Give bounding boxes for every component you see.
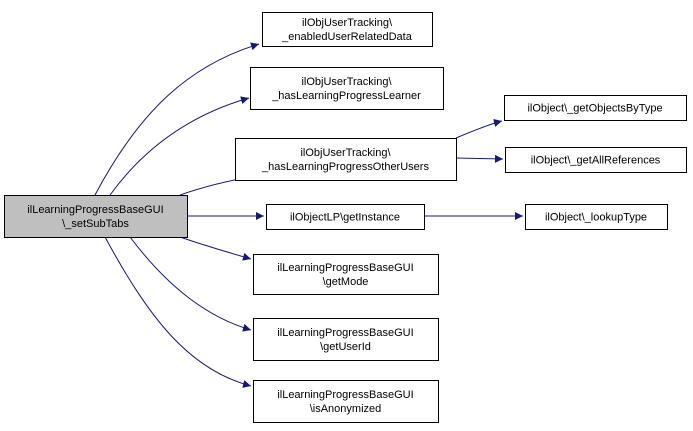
node-label-line: ilLearningProgressBaseGUI — [277, 262, 413, 274]
node-allrefs[interactable]: ilObject\_getAllReferences — [505, 147, 687, 173]
node-label-line: \getUserId — [320, 341, 371, 353]
edge-root-to-learner — [109, 96, 250, 196]
node-lookup[interactable]: ilObject\_lookupType — [525, 204, 668, 230]
edges-layer — [94, 42, 523, 388]
node-label-line: ilObjUserTracking\ — [302, 17, 393, 29]
node-label-line: \isAnonymized — [310, 403, 382, 415]
node-box — [253, 318, 439, 361]
node-getmode[interactable]: ilLearningProgressBaseGUI \getMode — [253, 254, 439, 295]
node-other[interactable]: ilObjUserTracking\ _hasLearningProgressOt… — [235, 138, 457, 181]
node-root[interactable]: ilLearningProgressBaseGUI \_setSubTabs — [4, 195, 188, 238]
node-getinst[interactable]: ilObjectLP\getInstance — [266, 204, 425, 230]
node-box — [253, 254, 439, 295]
node-label-line: ilLearningProgressBaseGUI — [277, 389, 413, 401]
node-box — [504, 95, 687, 121]
nodes-layer: ilLearningProgressBaseGUI \_setSubTabs ilO… — [4, 12, 687, 423]
node-box — [250, 67, 444, 110]
node-box — [505, 147, 687, 173]
edge-root-to-enabled — [94, 42, 260, 196]
node-enabled[interactable]: ilObjUserTracking\ _enabledUserRelatedDat… — [262, 12, 433, 47]
node-box — [4, 195, 188, 238]
edge-root-to-isanon — [104, 236, 252, 388]
node-label-line: _hasLearningProgressLearner — [271, 90, 421, 102]
edge-other-to-allrefs — [455, 154, 504, 163]
node-label-line: ilLearningProgressBaseGUI — [27, 204, 163, 216]
edge-other-to-bytype — [455, 119, 503, 139]
node-label-line: ilLearningProgressBaseGUI — [277, 327, 413, 339]
node-isanon[interactable]: ilLearningProgressBaseGUI \isAnonymized — [253, 380, 439, 423]
node-label-line: ilObject\_getAllReferences — [531, 155, 661, 167]
node-box — [266, 204, 425, 230]
edge-root-to-getuser — [129, 236, 252, 332]
node-box — [525, 204, 668, 230]
node-bytype[interactable]: ilObject\_getObjectsByType — [504, 95, 687, 121]
node-learner[interactable]: ilObjUserTracking\ _hasLearningProgressLe… — [250, 67, 444, 110]
edge-root-to-getmode — [179, 236, 252, 261]
node-box — [253, 380, 439, 423]
node-label-line: \getMode — [323, 276, 369, 288]
node-label-line: ilObjectLP\getInstance — [290, 212, 400, 224]
node-label-line: \_setSubTabs — [62, 218, 129, 230]
node-label-line: _hasLearningProgressOtherUsers — [261, 161, 429, 173]
node-getuser[interactable]: ilLearningProgressBaseGUI \getUserId — [253, 318, 439, 361]
node-label-line: ilObjUserTracking\ — [300, 147, 391, 159]
node-label-line: ilObject\_lookupType — [545, 212, 647, 224]
node-box — [262, 12, 433, 47]
node-label-line: ilObject\_getObjectsByType — [527, 103, 662, 115]
node-label-line: _enabledUserRelatedData — [281, 31, 413, 43]
node-label-line: ilObjUserTracking\ — [301, 76, 392, 88]
node-box — [235, 138, 457, 181]
